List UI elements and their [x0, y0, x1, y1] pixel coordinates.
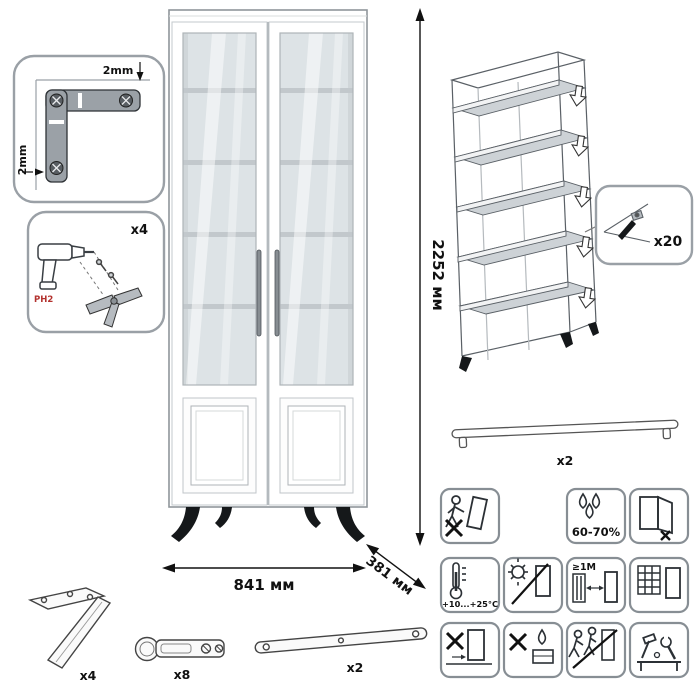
- left-lower-panel: [182, 397, 257, 494]
- handle-part: x2: [451, 419, 679, 468]
- drill-count-label: x4: [131, 223, 148, 238]
- leg-mount-icon: [85, 287, 143, 328]
- right-glass-panel: [279, 32, 354, 386]
- right-lower-panel: [279, 397, 354, 494]
- hinge-part: x8: [134, 636, 225, 682]
- drill-inset: x4 PH2: [26, 210, 166, 334]
- corner-bracket-inset: 2mm 2mm: [12, 54, 166, 204]
- screw-icon: [95, 258, 119, 285]
- hinge-count-label: x8: [174, 667, 191, 682]
- humidity-label: 60-70%: [572, 525, 621, 539]
- shelf-pin-count-label: x20: [654, 234, 683, 250]
- humidity-icon: 60-70%: [565, 487, 627, 545]
- avoid-sunlight-icon: [502, 556, 564, 614]
- care-icons-grid: 60-70% +10...+25°C: [439, 487, 690, 679]
- open-door-warning-icon: [628, 487, 690, 545]
- height-dimension: 2252 мм: [415, 8, 447, 546]
- min-distance-label: ≥1M: [572, 562, 596, 573]
- bracket-count-label: x2: [347, 660, 364, 675]
- no-moisture-icon: [502, 621, 564, 679]
- leg-part: x4: [27, 587, 112, 683]
- drill-icon: [37, 243, 94, 290]
- assembly-tools-icon: [628, 621, 690, 679]
- bracket-gap-top-label: 2mm: [103, 64, 134, 77]
- leg-count-label: x4: [80, 668, 97, 683]
- no-carry-alone-icon: [439, 487, 501, 545]
- width-label: 841 мм: [233, 576, 294, 594]
- shelf-pin-inset: x20: [594, 184, 694, 266]
- no-dragging-icon: [439, 621, 501, 679]
- no-children-icon: [565, 621, 627, 679]
- flat-bracket-part: x2: [254, 627, 428, 675]
- bracket-gap-side-label: 2mm: [16, 145, 29, 176]
- handle-count-label: x2: [557, 453, 574, 468]
- width-dimension: 841 мм: [162, 563, 366, 594]
- right-door-handle: [274, 249, 280, 337]
- height-label: 2252 мм: [429, 239, 447, 311]
- left-glass-panel: [182, 32, 257, 386]
- min-distance-heat-icon: ≥1M: [565, 556, 627, 614]
- left-door-handle: [256, 249, 262, 337]
- temperature-icon: +10...+25°C: [439, 556, 501, 614]
- cabinet-legs: [171, 507, 365, 542]
- shelf-drop-arrow-icons: [569, 85, 597, 309]
- drill-bit-label: PH2: [34, 295, 53, 305]
- shelf-assembly-view: [449, 51, 599, 372]
- main-cabinet: [168, 9, 368, 542]
- corner-bracket-icon: [45, 89, 141, 183]
- depth-dimension: 381 мм: [363, 544, 426, 599]
- away-from-window-icon: [628, 556, 690, 614]
- temperature-label: +10...+25°C: [442, 599, 498, 609]
